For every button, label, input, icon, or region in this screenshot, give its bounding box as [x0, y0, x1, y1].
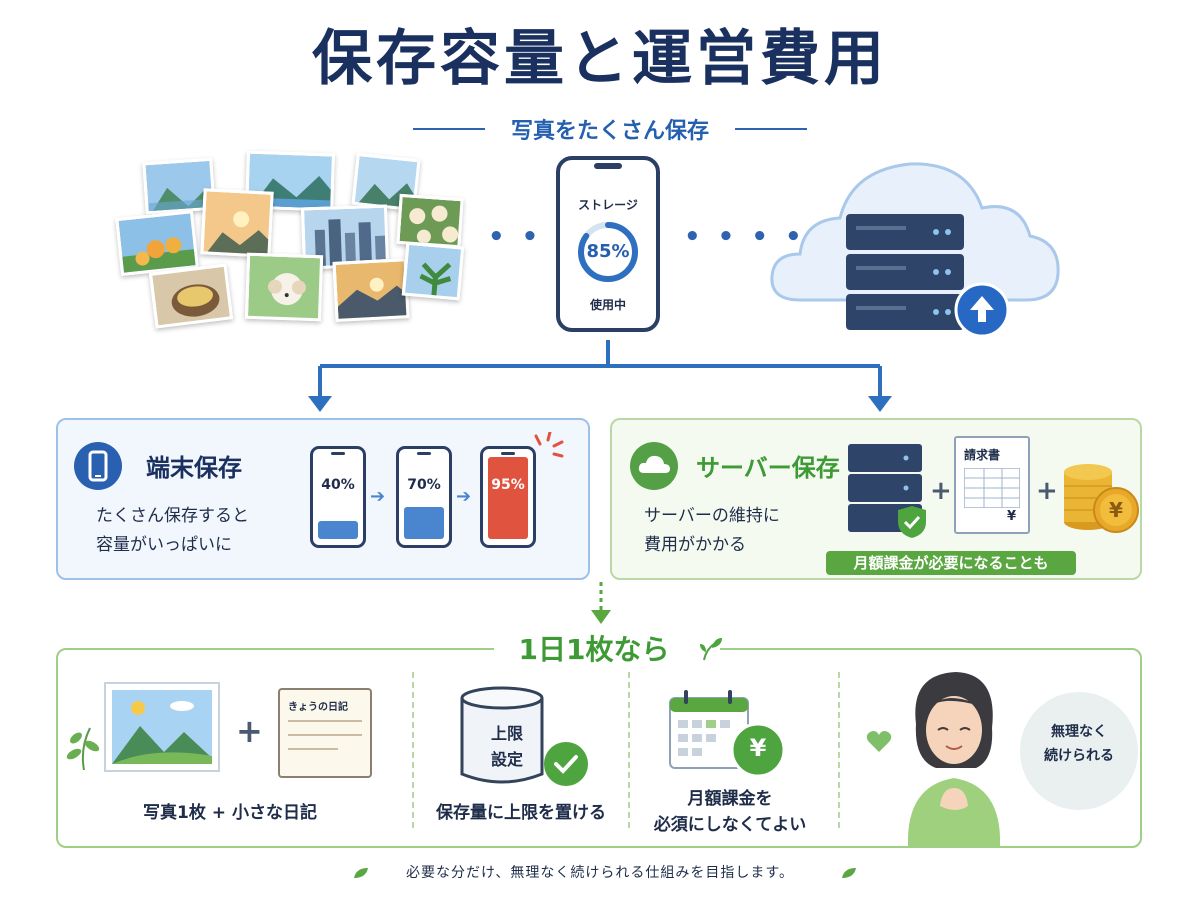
- storage-cylinder-icon: [460, 686, 588, 786]
- coin-stack-icon: [1064, 464, 1139, 533]
- down-arrow-icon: [591, 582, 611, 624]
- diary-line: [288, 748, 338, 750]
- item-photo-diary-text: 写真1枚 + 小さな日記: [143, 803, 317, 823]
- divider: [628, 672, 630, 828]
- arrow-right-icon: ➔: [456, 486, 472, 507]
- photo-dog: [244, 252, 324, 322]
- device-panel-text-1: たくさん保存すると: [96, 506, 249, 526]
- storage-phone: ストレージ 85% 使用中: [556, 156, 660, 332]
- item-no-fee-text-1: 月額課金を: [687, 789, 773, 809]
- level-label: 70%: [407, 477, 441, 493]
- subtitle-rule-right: [735, 128, 807, 130]
- yen-coin-symbol: ¥: [749, 734, 767, 762]
- subtitle-rule-left: [412, 128, 485, 130]
- storage-percent: 85%: [586, 241, 630, 262]
- bubble-text-2: 続けられる: [1044, 748, 1114, 764]
- storage-ring: [578, 222, 638, 282]
- cloud-server-icon: [770, 162, 1060, 338]
- landscape-photo-icon: [104, 682, 220, 772]
- invoice-table: [964, 468, 1020, 508]
- diary-icon: きょうの日記: [278, 688, 372, 778]
- phone-level-95: 95%: [480, 446, 536, 548]
- leaf-icon: [354, 868, 368, 878]
- plus-icon: +: [930, 476, 952, 506]
- cloud-icon: [630, 442, 678, 490]
- monthly-fee-badge: 月額課金が必要になることも: [826, 551, 1076, 575]
- plus-icon: +: [1036, 476, 1058, 506]
- photo-flowers-1: [115, 210, 199, 276]
- server-panel-text-2: 費用がかかる: [644, 535, 746, 555]
- leaf-branch-icon: [66, 727, 100, 771]
- photo-collage: [0, 0, 465, 329]
- relieved-person-illustration: [907, 672, 1001, 846]
- limit-label-1: 上限: [490, 724, 523, 743]
- diary-line: [288, 720, 362, 722]
- split-arrow: [308, 340, 892, 412]
- storage-status: 使用中: [589, 298, 626, 312]
- invoice-title: 請求書: [964, 448, 1001, 462]
- heart-icon: [866, 731, 892, 752]
- photo-sunset: [200, 188, 274, 258]
- smartphone-icon: [74, 442, 122, 490]
- phone-notch: [501, 452, 515, 455]
- invoice-yen: ¥: [1006, 509, 1016, 524]
- photo-lake: [332, 258, 410, 322]
- level-label: 40%: [321, 477, 355, 493]
- alert-burst-icon: [534, 432, 564, 458]
- photo-flowers-2: [396, 193, 464, 249]
- flow-dots-right: • • • •: [684, 222, 806, 252]
- arrow-right-icon: ➔: [370, 486, 386, 507]
- level-fill: [488, 457, 528, 539]
- level-label: 95%: [491, 477, 525, 493]
- bubble-text-1: 無理なく: [1051, 724, 1107, 740]
- level-fill: [404, 507, 444, 539]
- item-no-fee-text-2: 必須にしなくてよい: [653, 815, 807, 835]
- subtitle: 写真をたくさん保存: [510, 119, 709, 144]
- invoice-icon: 請求書 ¥: [954, 436, 1030, 534]
- title-background: [494, 630, 720, 670]
- page-title: 保存容量と運営費用: [312, 24, 888, 94]
- photo-plant: [401, 241, 465, 301]
- level-fill: [318, 521, 358, 539]
- speech-bubble: [1020, 692, 1138, 810]
- plus-icon: +: [236, 712, 263, 750]
- server-rack-icon: [848, 444, 926, 538]
- calendar-icon: [669, 690, 786, 778]
- leaf-icon: [842, 868, 856, 878]
- phone-level-40: 40%: [310, 446, 366, 548]
- photo-food: [148, 263, 234, 329]
- limit-label-2: 設定: [490, 750, 523, 769]
- server-panel-title: サーバー保存: [696, 454, 840, 482]
- phone-notch: [417, 452, 431, 455]
- one-per-day-title: 1日1枚なら: [518, 633, 670, 666]
- coin-yen-symbol: ¥: [1109, 498, 1123, 522]
- device-panel-text-2: 容量がいっぱいに: [96, 535, 232, 555]
- storage-label: ストレージ: [578, 198, 638, 212]
- subtitle-row: 写真をたくさん保存: [370, 112, 850, 146]
- device-panel-title: 端末保存: [146, 454, 242, 482]
- server-panel-text-1: サーバーの維持に: [644, 506, 780, 526]
- footer-message: 必要な分だけ、無理なく続けられる仕組みを目指します。: [406, 865, 794, 881]
- divider: [838, 672, 840, 828]
- divider: [412, 672, 414, 828]
- phone-notch: [331, 452, 345, 455]
- diary-line: [288, 734, 362, 736]
- item-limit-text: 保存量に上限を置ける: [436, 803, 606, 823]
- phone-notch: [594, 163, 622, 169]
- phone-level-70: 70%: [396, 446, 452, 548]
- diary-title: きょうの日記: [288, 702, 348, 713]
- sprout-icon: [700, 638, 722, 661]
- photo-city: [300, 204, 390, 270]
